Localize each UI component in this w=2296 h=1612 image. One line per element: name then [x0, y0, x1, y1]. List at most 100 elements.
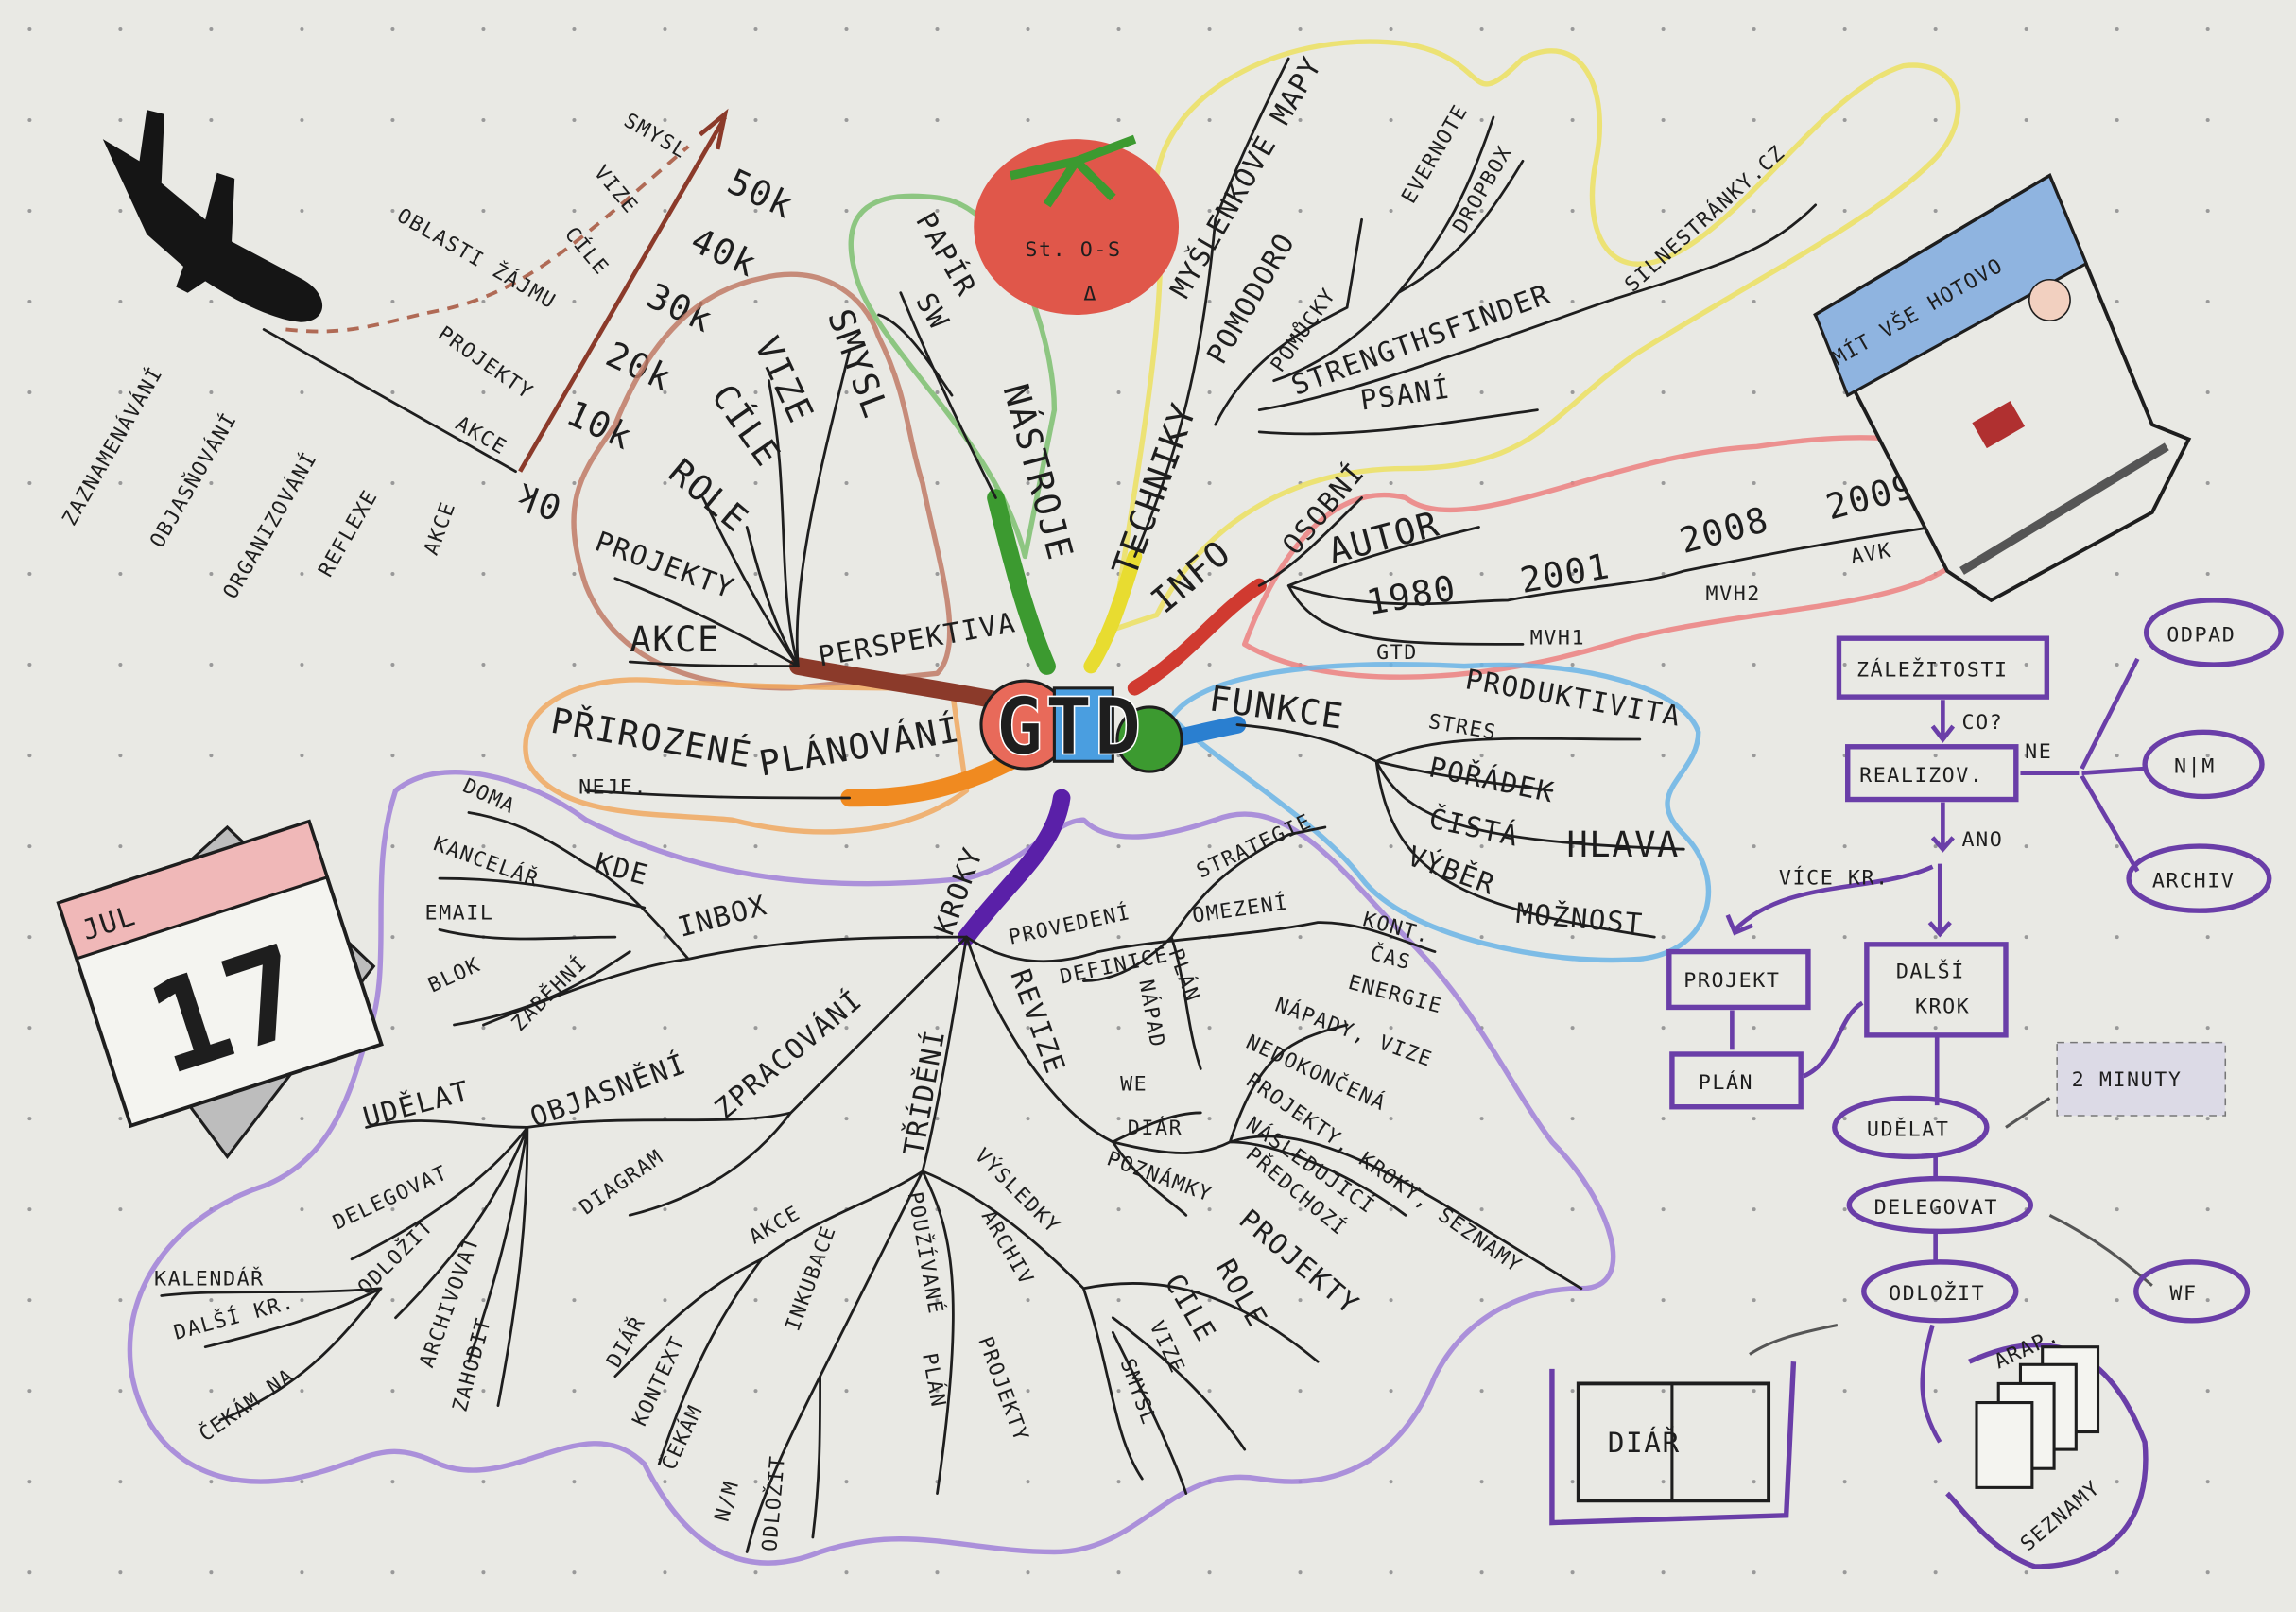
- paper-dot: [1389, 208, 1393, 214]
- paper-dot: [118, 208, 123, 214]
- paper-dot: [572, 481, 577, 486]
- paper-dot: [753, 1570, 758, 1575]
- paper-dot: [2115, 1298, 2119, 1303]
- paper-dot: [663, 299, 667, 304]
- altitude-label: 30k: [641, 275, 719, 340]
- step-label: OBJASŇOVÁNÍ: [145, 408, 242, 552]
- node-label: AVK: [1849, 539, 1893, 569]
- flow-edge-label: VÍCE KR.: [1779, 865, 1890, 890]
- paper-dot: [481, 1389, 486, 1394]
- paper-dot: [1207, 1117, 1212, 1121]
- paper-dot: [1207, 663, 1212, 667]
- paper-dot: [1752, 208, 1756, 214]
- paper-dot: [1207, 481, 1212, 486]
- paper-dot: [209, 481, 214, 486]
- flow-note-label: 2 MINUTY: [2072, 1068, 2183, 1092]
- paper-dot: [935, 208, 940, 214]
- paper-dot: [1933, 117, 1938, 122]
- paper-dot: [1026, 1389, 1030, 1394]
- paper-dot: [663, 935, 667, 940]
- paper-dot: [1933, 754, 1938, 758]
- paper-dot: [1570, 299, 1575, 304]
- paper-dot: [118, 1117, 123, 1121]
- paper-dot: [572, 1570, 577, 1575]
- paper-dot: [27, 1389, 32, 1394]
- paper-dot: [2205, 117, 2210, 122]
- paper-dot: [1298, 1570, 1303, 1575]
- paper-dot: [1933, 663, 1938, 667]
- node-label: NEJE.: [578, 775, 647, 799]
- paper-dot: [1479, 1207, 1484, 1212]
- arrow: [1927, 863, 1952, 938]
- paper-dot: [2205, 1298, 2210, 1303]
- paper-dot: [2205, 1480, 2210, 1484]
- paper-dot: [1298, 844, 1303, 849]
- two-minutes-note: [2056, 1041, 2227, 1117]
- paper-dot: [2115, 299, 2119, 304]
- paper-dot: [1842, 1207, 1847, 1212]
- node-label: HLAVA: [1566, 824, 1680, 865]
- paper-dot: [1933, 844, 1938, 849]
- paper-dot: [2205, 390, 2210, 395]
- paper-dot: [1207, 299, 1212, 304]
- projekt-box: [1666, 948, 1811, 1011]
- node-label: KANCELÁŘ: [430, 831, 543, 892]
- paper-dot: [2115, 208, 2119, 214]
- node-label: DALŠÍ KR.: [171, 1290, 298, 1345]
- node-label: ENERGIE: [1346, 971, 1445, 1019]
- paper-dot: [481, 754, 486, 758]
- paper-dot: [2024, 117, 2028, 122]
- paper-dot: [935, 1570, 940, 1575]
- paper-dot: [300, 572, 304, 577]
- paper-dot: [481, 844, 486, 849]
- paper-dot: [1570, 663, 1575, 667]
- node-label: POUŽÍVANÉ: [903, 1190, 948, 1317]
- paper-dot: [1479, 299, 1484, 304]
- pomodoro-tomato-icon: St. O-S Δ: [974, 134, 1180, 315]
- paper-dot: [1752, 935, 1756, 940]
- paper-dot: [844, 572, 849, 577]
- paper-dot: [1389, 1389, 1393, 1394]
- paper-dot: [1298, 935, 1303, 940]
- paper-dot: [572, 754, 577, 758]
- paper-dot: [2115, 844, 2119, 849]
- paper-dot: [844, 390, 849, 395]
- flow-node-label: ZÁLEŽITOSTI: [1856, 657, 2009, 682]
- arrow: [1930, 700, 1956, 743]
- node-label: N/M: [711, 1478, 744, 1524]
- paper-dot: [1389, 26, 1393, 31]
- paper-dot: [1479, 844, 1484, 849]
- paper-dot: [1752, 1026, 1756, 1031]
- paper-dot: [1842, 844, 1847, 849]
- planovani-outline: [523, 677, 970, 835]
- node-label: DELEGOVAT: [330, 1161, 453, 1235]
- paper-dot: [1479, 208, 1484, 214]
- planovani-branch: PLÁNOVÁNÍ PŘIROZENÉ NEJE.: [548, 700, 964, 800]
- paper-dot: [1389, 117, 1393, 122]
- paper-dot: [753, 390, 758, 395]
- flow-node-label: ODPAD: [2167, 623, 2236, 647]
- paper-dot: [1661, 1117, 1666, 1121]
- paper-dot: [2205, 572, 2210, 577]
- paper-dot: [390, 663, 395, 667]
- paper-dot: [1026, 1117, 1030, 1121]
- node-label: OMEZENÍ: [1191, 891, 1290, 928]
- paper-dot: [1116, 117, 1121, 122]
- paper-dot: [663, 1389, 667, 1394]
- node-label: ČISTÁ: [1426, 801, 1523, 853]
- node-label: ČEKÁM NA: [195, 1363, 300, 1447]
- paper-dot: [2024, 663, 2028, 667]
- paper-dot: [663, 572, 667, 577]
- paper-dot: [2024, 935, 2028, 940]
- paper-dot: [1661, 1389, 1666, 1394]
- paper-dot: [1116, 390, 1121, 395]
- paper-dot: [1389, 1298, 1393, 1303]
- paper-dot: [663, 26, 667, 31]
- paper-dot: [1933, 1480, 1938, 1484]
- plan-box: [1669, 1051, 1804, 1110]
- paper-dot: [935, 117, 940, 122]
- paper-dot: [118, 663, 123, 667]
- paper-dot: [1026, 26, 1030, 31]
- paper-dot: [27, 572, 32, 577]
- paper-dot: [481, 1298, 486, 1303]
